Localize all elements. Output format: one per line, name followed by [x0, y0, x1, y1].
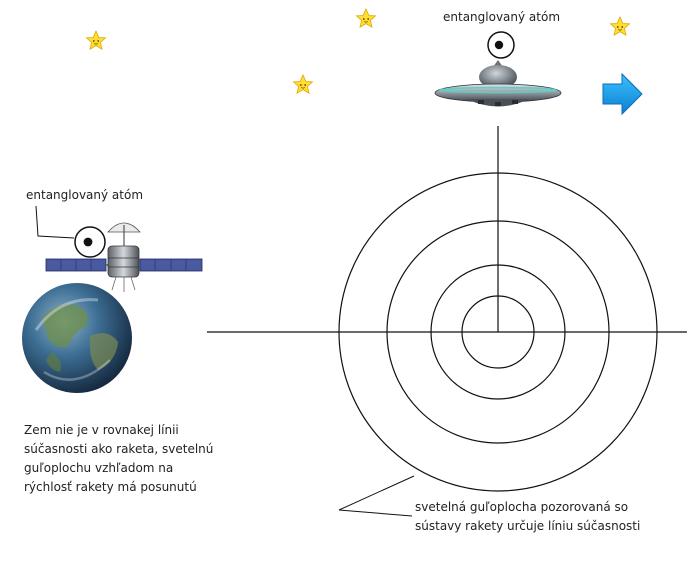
arrow-right-icon: [602, 72, 643, 116]
sphere-note-line: sústavy rakety určuje líniu súčasnosti: [415, 519, 641, 533]
star-icon: [86, 30, 106, 50]
star-icon: [293, 74, 313, 94]
atom-label-satellite: entanglovaný atóm: [26, 188, 144, 202]
sphere-note: svetelná guľoplocha pozorovaná so sústav…: [415, 498, 640, 536]
earth-note-line: guľoplochu vzhľadom na: [24, 461, 174, 475]
satellite-icon: [45, 222, 203, 292]
earth-note-line: Zem nie je v rovnakej línii: [24, 423, 179, 437]
earth-icon: [22, 283, 132, 393]
ufo-icon: [434, 60, 562, 107]
atom-label-rocket: entanglovaný atóm: [443, 10, 561, 24]
atom-icon: [487, 31, 515, 59]
earth-note-line: rýchlosť rakety má posunutú: [24, 480, 197, 494]
atom-icon: [74, 226, 106, 258]
sphere-pointer-line: [338, 475, 415, 511]
star-icon: [610, 16, 630, 36]
atom-leader-line: [35, 205, 75, 239]
sphere-note-line: svetelná guľoplocha pozorovaná so: [415, 500, 629, 514]
earth-note-line: súčasnosti ako raketa, svetelnú: [24, 442, 214, 456]
earth-note: Zem nie je v rovnakej línii súčasnosti a…: [24, 421, 213, 497]
sphere-pointer-line: [338, 509, 413, 517]
star-icon: [356, 8, 376, 28]
